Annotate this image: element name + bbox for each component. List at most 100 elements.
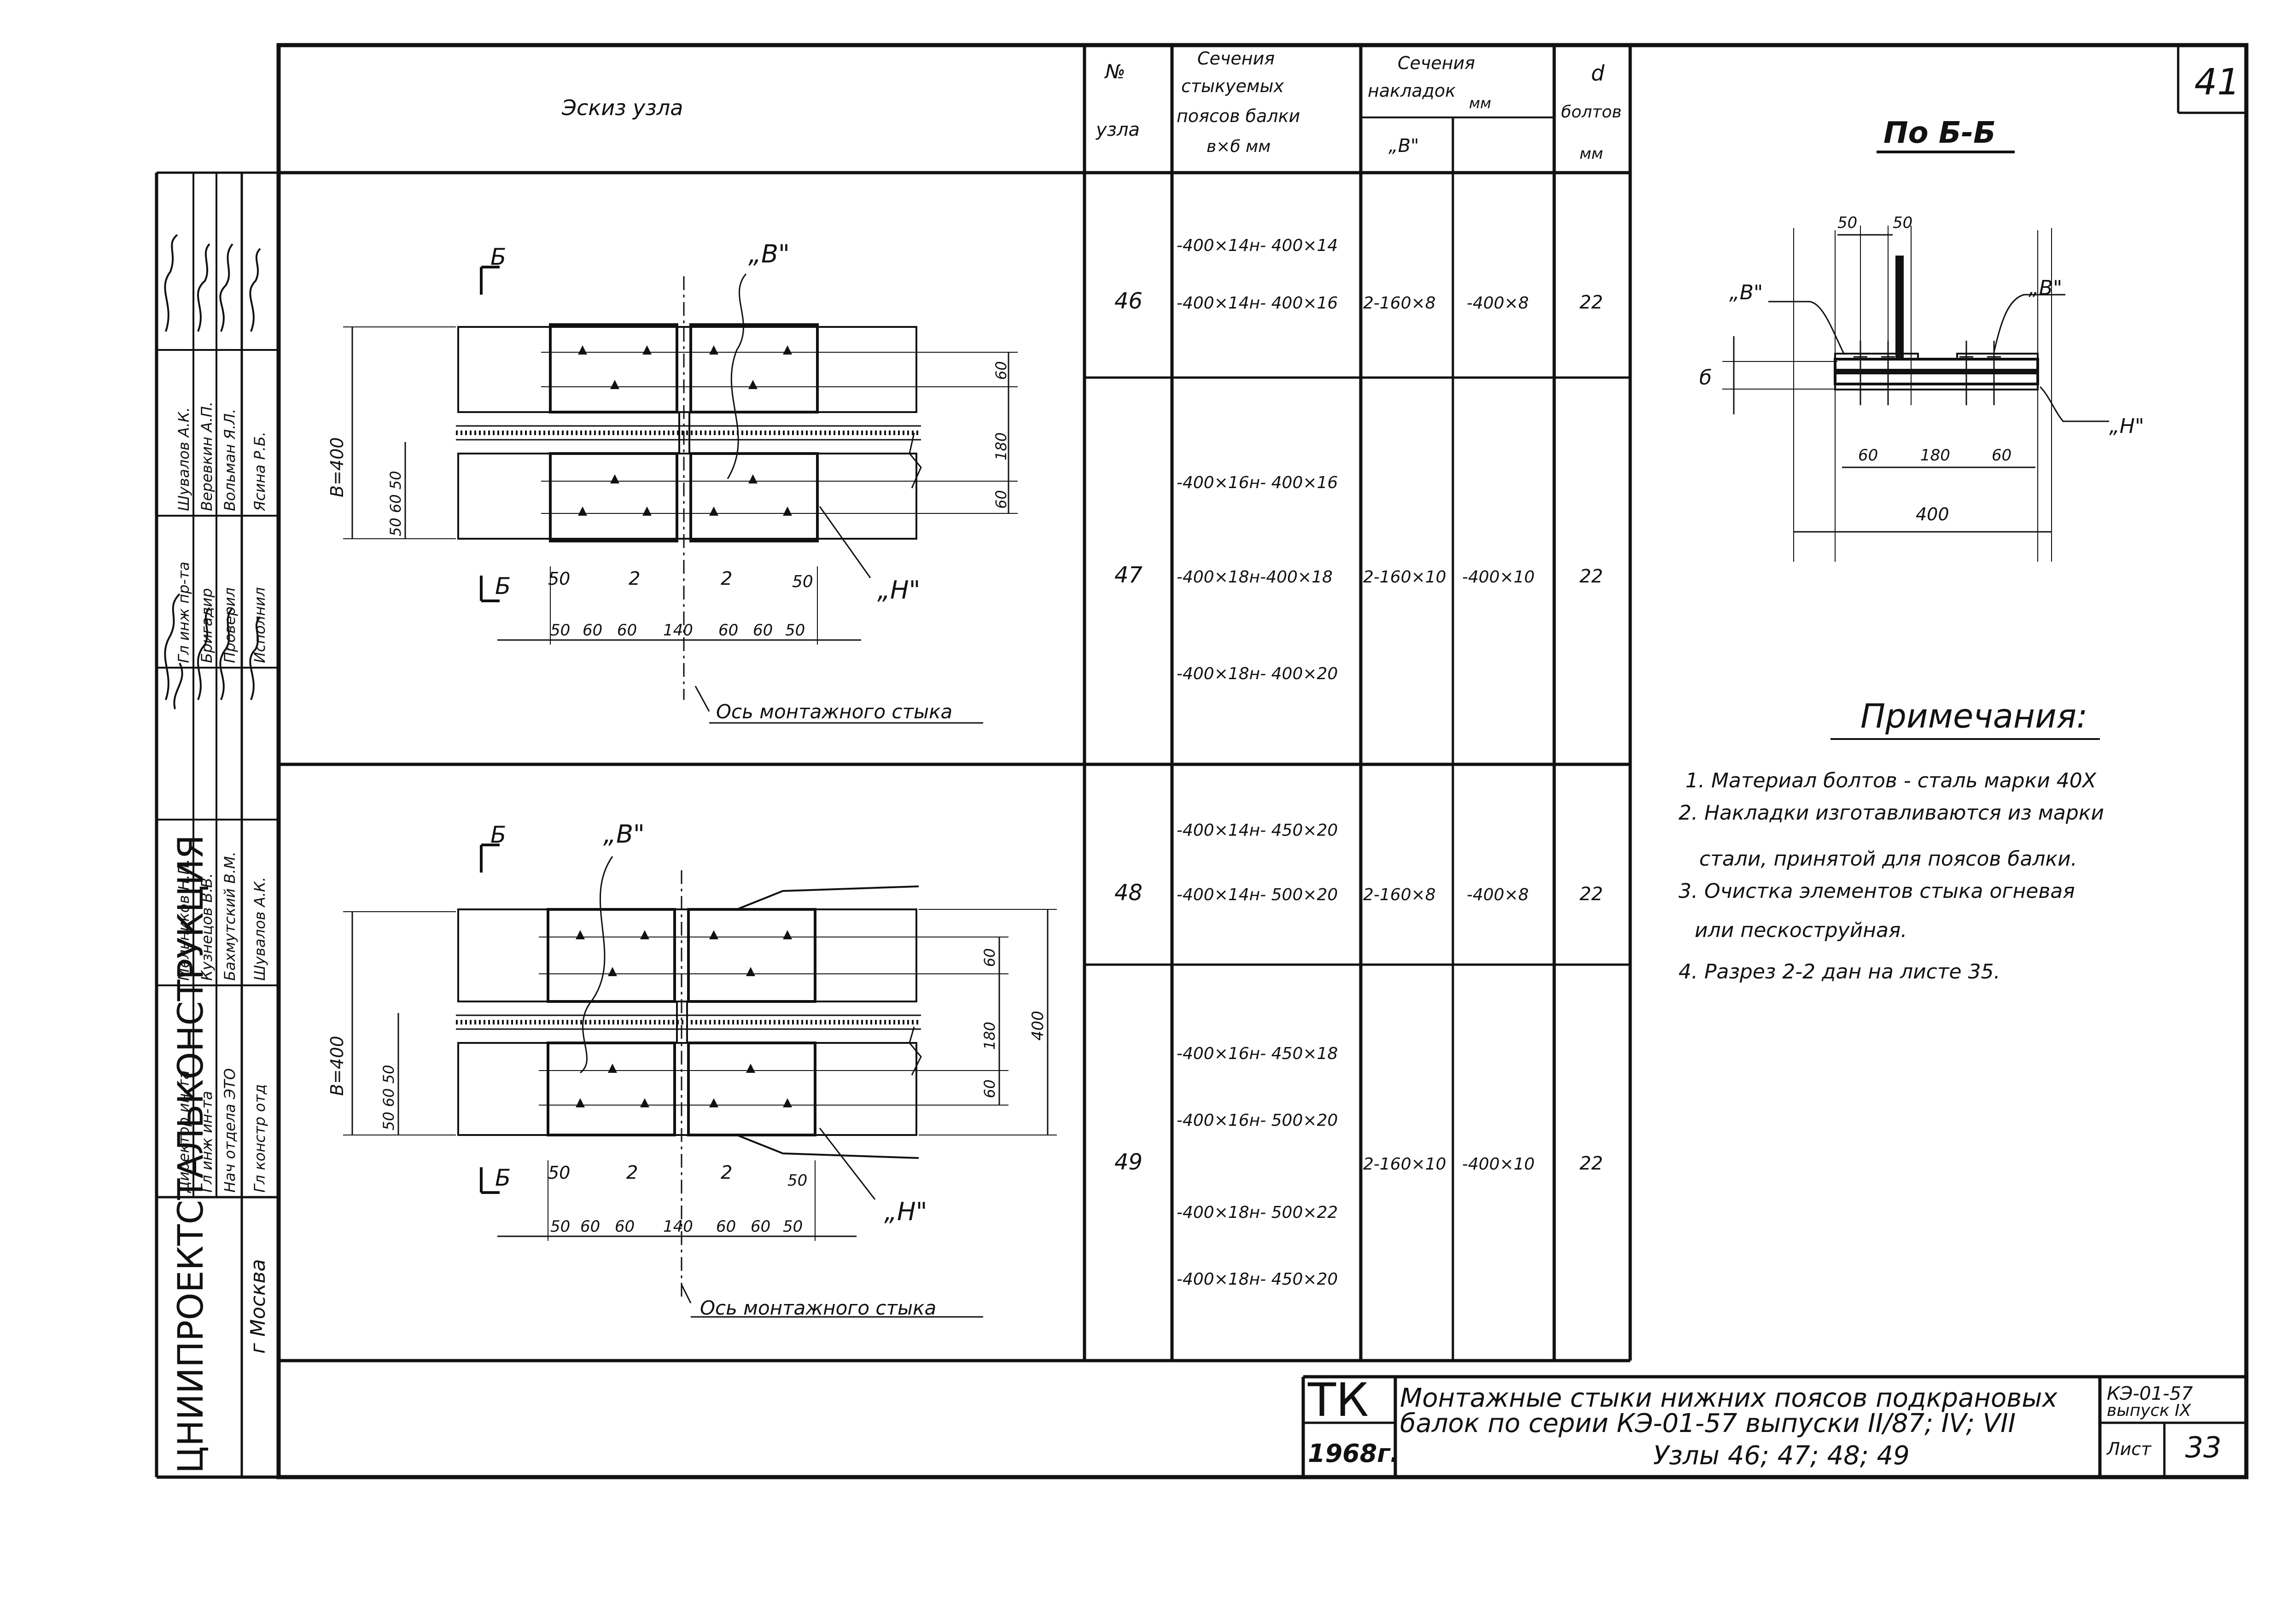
header-sections-1: Сечения xyxy=(1197,48,1275,69)
header-sections-4: в×б мм xyxy=(1207,137,1271,156)
note-1: 1. Материал болтов - сталь марки 40Х xyxy=(1685,769,2097,792)
sheet-no: 33 xyxy=(2185,1431,2221,1464)
stamp-name-1: Мельников Н.П. xyxy=(175,859,192,981)
notes-title: Примечания: xyxy=(1860,697,2087,735)
series-issue: выпуск IX xyxy=(2107,1401,2192,1420)
sketch-node-48-49 xyxy=(343,844,1057,1318)
stamp-name-8: Ясина Р.Б. xyxy=(251,431,268,512)
section-title: По Б-Б xyxy=(1883,116,1996,150)
node-47: 47 xyxy=(1114,562,1143,588)
sketch1-dims-left: 50 60 50 xyxy=(387,471,404,537)
sketch2-dim-right-1: 60 xyxy=(981,948,998,967)
row48-section-2: -400×14н- 500×20 xyxy=(1177,885,1338,904)
title-line-2: балок по серии КЭ-01-57 выпуски II/87; I… xyxy=(1400,1409,2016,1438)
sketch1-plate-v: „В" xyxy=(748,239,790,268)
stamp-role-5: Гл инж пр-та xyxy=(175,562,192,663)
row48-d: 22 xyxy=(1580,884,1603,905)
row49-section-3: -400×18н- 500×22 xyxy=(1177,1203,1338,1222)
sketch1-axis-label: Ось монтажного стыка xyxy=(716,700,952,723)
row47-section-3: -400×18н- 400×20 xyxy=(1177,664,1338,683)
row49-section-2: -400×16н- 500×20 xyxy=(1177,1111,1338,1130)
header-sections-2: стыкуемых xyxy=(1181,76,1284,96)
sketch1-dim-b1: 50 xyxy=(550,621,570,640)
sketch1-dim-top-3: 2 xyxy=(721,568,732,589)
section-top-dim-2: 50 xyxy=(1893,214,1912,232)
title-line-3: Узлы 46; 47; 48; 49 xyxy=(1653,1441,1910,1471)
sketch2-axis-label: Ось монтажного стыка xyxy=(700,1297,936,1319)
header-sections-3: поясов балки xyxy=(1177,106,1300,126)
section-top-dim-1: 50 xyxy=(1837,214,1857,232)
note-3: 3. Очистка элементов стыка огневая xyxy=(1679,879,2075,903)
row47-plate-v: 2-160×10 xyxy=(1363,568,1446,587)
header-plates-2: накладок xyxy=(1368,81,1456,101)
header-plates-1: Сечения xyxy=(1398,53,1475,73)
note-3-cont: или пескоструйная. xyxy=(1695,919,1907,942)
row46-d: 22 xyxy=(1580,292,1603,313)
sketch1-dim-b7: 50 xyxy=(785,621,805,640)
sketch1-dim-b4: 140 xyxy=(663,621,693,640)
sketch1-dim-b3: 60 xyxy=(617,621,637,640)
stamp-role-3: Нач отдела ЭТО xyxy=(221,1068,239,1193)
sketch1-plate-h: „Н" xyxy=(877,576,920,605)
bolt-marks-1 xyxy=(578,345,792,516)
section-bottom-dim-3: 60 xyxy=(1992,446,2011,465)
stamp-name-4: Шувалов А.К. xyxy=(251,877,268,981)
title-year: 1968г. xyxy=(1308,1439,1399,1468)
sketch2-dims-left: 50 60 50 xyxy=(380,1065,397,1131)
row48-section-1: -400×14н- 450×20 xyxy=(1177,821,1338,840)
stamp-name-5: Шувалов А.К. xyxy=(175,407,192,511)
section-bottom-dim-2: 180 xyxy=(1920,446,1950,465)
sketch-node-46-47 xyxy=(343,266,1018,724)
sketch1-dim-right-1: 60 xyxy=(992,361,1010,380)
title-line-1: Монтажные стыки нижних поясов подкрановы… xyxy=(1400,1383,2058,1413)
sketch2-dim-right-3: 60 xyxy=(981,1079,998,1098)
sketch2-plate-v: „В" xyxy=(603,820,645,849)
section-b-b-view xyxy=(1722,151,2109,562)
node-48: 48 xyxy=(1114,880,1143,906)
stamp-role-2: Гл инж ин-та xyxy=(198,1091,216,1193)
row47-d: 22 xyxy=(1580,566,1603,587)
header-d: d xyxy=(1591,61,1605,86)
series-code: КЭ-01-57 xyxy=(2107,1383,2193,1404)
section-plate-v-right: „В" xyxy=(2029,276,2062,300)
sketch1-dim-b6: 60 xyxy=(753,621,773,640)
row47-section-2: -400×18н-400×18 xyxy=(1177,568,1333,587)
sketch2-dim-top-2: 2 xyxy=(626,1162,638,1183)
sketch2-dim-total: 400 xyxy=(1029,1011,1047,1041)
sketch2-dim-b5: 60 xyxy=(716,1217,736,1236)
sketch1-dim-b5: 60 xyxy=(718,621,738,640)
sketch2-dim-top-3: 2 xyxy=(721,1162,732,1183)
sketch1-cut-bottom: Б xyxy=(495,573,511,600)
header-node-no: № xyxy=(1104,60,1125,83)
sketch1-dim-top-1: 50 xyxy=(548,569,570,589)
sketch2-dim-b7: 50 xyxy=(783,1217,803,1236)
sheet-frame xyxy=(276,43,2249,1479)
sheet-label: Лист xyxy=(2106,1439,2152,1459)
note-2-cont: стали, принятой для поясов балки. xyxy=(1699,847,2077,871)
sketch2-width: В=400 xyxy=(327,1036,347,1096)
sketch2-dim-top-1: 50 xyxy=(548,1163,570,1183)
row47-plate-h: -400×10 xyxy=(1462,568,1535,587)
sketch2-dim-b4: 140 xyxy=(663,1217,693,1236)
note-4: 4. Разрез 2-2 дан на листе 35. xyxy=(1679,960,2000,984)
title-tk: ТК xyxy=(1307,1373,1369,1427)
header-node: узла xyxy=(1096,119,1140,140)
row46-plate-h: -400×8 xyxy=(1467,294,1529,313)
sketch1-dim-right-2: 180 xyxy=(992,432,1010,460)
row48-plate-v: 2-160×8 xyxy=(1363,885,1436,904)
stamp-role-4: Гл констр отд xyxy=(251,1084,268,1193)
stamp-name-2: Кузнецов В.В. xyxy=(198,873,216,981)
header-bolts: болтов xyxy=(1561,103,1621,122)
header-sketch: Эскиз узла xyxy=(561,95,683,120)
section-plate-h: „Н" xyxy=(2109,414,2144,438)
header-mm: мм xyxy=(1580,145,1603,163)
row46-section-2: -400×14н- 400×16 xyxy=(1177,294,1338,313)
section-thickness: б xyxy=(1699,366,1712,390)
row49-section-4: -400×18н- 450×20 xyxy=(1177,1270,1338,1289)
row49-d: 22 xyxy=(1580,1153,1603,1174)
row46-plate-v: 2-160×8 xyxy=(1363,294,1436,313)
row49-plate-v: 2-160×10 xyxy=(1363,1155,1446,1174)
section-total: 400 xyxy=(1916,504,1949,524)
node-49: 49 xyxy=(1114,1149,1143,1175)
